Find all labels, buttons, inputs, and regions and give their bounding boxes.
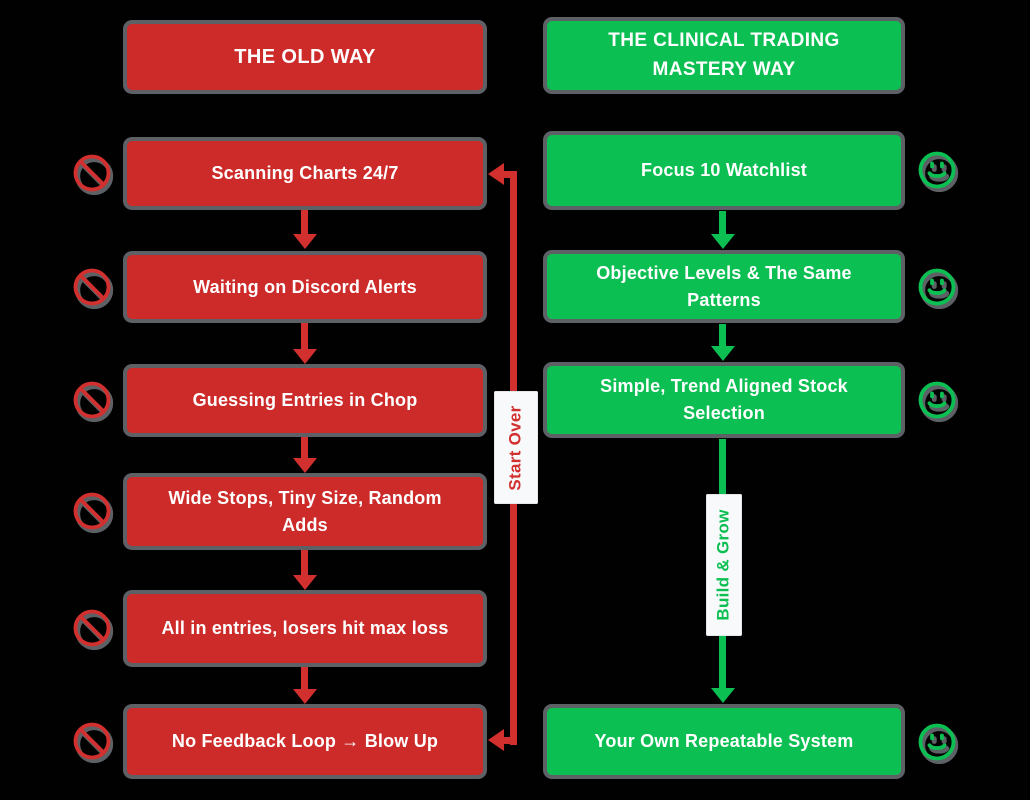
ban-icon — [70, 719, 114, 763]
down-arrow — [292, 437, 317, 473]
build-grow-label: Build & Grow — [706, 494, 742, 636]
ban-icon — [70, 265, 114, 309]
old-way-header: THE OLD WAY — [123, 20, 487, 94]
smile-icon — [915, 265, 959, 309]
loop-bottom-arrowhead — [488, 729, 504, 751]
ban-icon — [70, 151, 114, 195]
down-arrow — [710, 211, 735, 249]
down-arrow — [292, 323, 317, 364]
old-way-step-5: All in entries, losers hit max loss — [123, 590, 487, 667]
down-arrow — [710, 324, 735, 361]
old-way-step-3: Guessing Entries in Chop — [123, 364, 487, 437]
old-way-step-4-label: Wide Stops, Tiny Size, Random Adds — [168, 487, 442, 535]
old-way-step-4: Wide Stops, Tiny Size, Random Adds — [123, 473, 487, 550]
old-way-step-1-label: Scanning Charts 24/7 — [211, 163, 399, 183]
down-arrow — [292, 550, 317, 590]
ban-icon — [70, 489, 114, 533]
new-way-step-2-label: Objective Levels & The Same Patterns — [596, 262, 852, 310]
old-way-step-6-label: No Feedback Loop → Blow Up — [171, 731, 439, 751]
new-way-step-3: Simple, Trend Aligned Stock Selection — [543, 362, 905, 438]
loop-bottom-stub — [502, 737, 517, 744]
ban-icon — [70, 378, 114, 422]
new-way-step-1-label: Focus 10 Watchlist — [641, 160, 807, 180]
new-way-header-label: THE CLINICAL TRADING MASTERY WAY — [608, 30, 840, 80]
old-way-step-6: No Feedback Loop → Blow Up — [123, 704, 487, 779]
new-way-step-2: Objective Levels & The Same Patterns — [543, 250, 905, 323]
smile-icon — [915, 720, 959, 764]
new-way-step-1: Focus 10 Watchlist — [543, 131, 905, 210]
new-way-step-3-label: Simple, Trend Aligned Stock Selection — [600, 376, 848, 423]
down-arrow — [292, 667, 317, 704]
loop-top-arrowhead — [488, 163, 504, 185]
old-way-step-1: Scanning Charts 24/7 — [123, 137, 487, 210]
new-way-step-4: Your Own Repeatable System — [543, 704, 905, 779]
smile-icon — [915, 378, 959, 422]
loop-top-stub — [502, 171, 517, 178]
old-way-header-label: THE OLD WAY — [234, 46, 376, 68]
old-way-step-3-label: Guessing Entries in Chop — [192, 390, 418, 410]
start-over-label: Start Over — [494, 391, 538, 504]
smile-icon — [915, 148, 959, 192]
ban-icon — [70, 606, 114, 650]
old-way-step-2: Waiting on Discord Alerts — [123, 251, 487, 323]
down-arrow — [292, 210, 317, 249]
old-way-step-5-label: All in entries, losers hit max loss — [161, 618, 449, 638]
old-way-step-2-label: Waiting on Discord Alerts — [193, 276, 417, 297]
new-way-header: THE CLINICAL TRADING MASTERY WAY — [543, 17, 905, 94]
new-way-step-4-label: Your Own Repeatable System — [594, 731, 854, 751]
